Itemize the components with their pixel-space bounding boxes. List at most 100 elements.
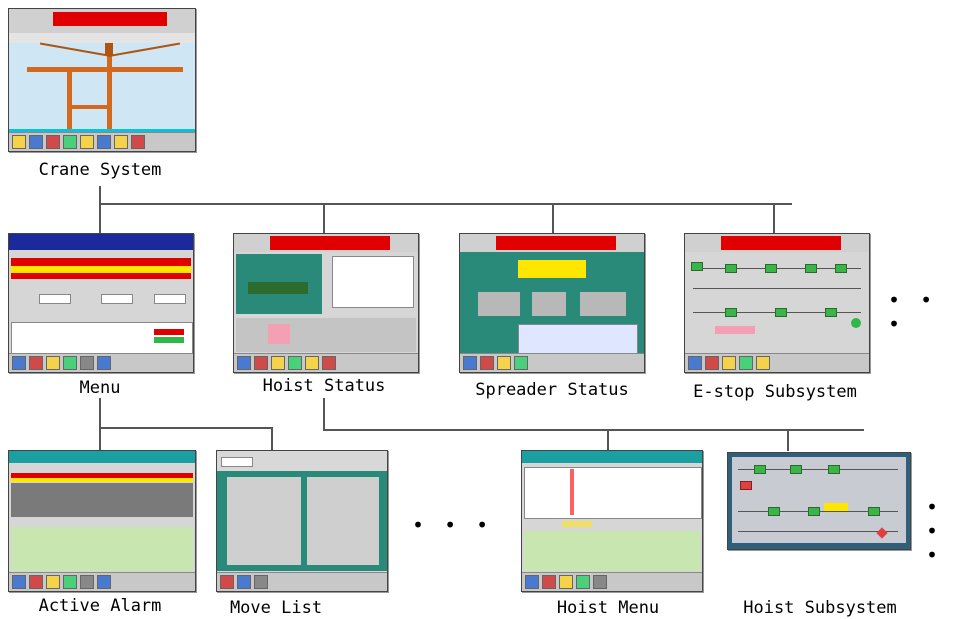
estop-indicator — [851, 318, 861, 328]
hoist-menu-highlight-col — [570, 469, 574, 515]
menu-field-c — [154, 294, 186, 304]
hoist-status-pink-btn — [268, 324, 290, 344]
hoist-sub-node-1 — [754, 465, 766, 474]
label-estop-subsystem: E-stop Subsystem — [693, 382, 857, 402]
connector-hoist-menu-drop — [607, 429, 609, 451]
active-alarm-screen[interactable] — [8, 450, 196, 592]
crane-apex — [105, 43, 113, 55]
hoist-sub-node-6 — [868, 507, 880, 516]
menu-title-bar — [9, 234, 193, 250]
crane-alarm-bar — [53, 12, 167, 26]
hoist-sub-node-4 — [768, 507, 780, 516]
hoist-status-screen[interactable] — [233, 233, 419, 373]
crane-taskbar — [9, 132, 195, 151]
active-alarm-taskbar — [9, 572, 195, 591]
estop-node-4 — [805, 264, 817, 273]
spreader-top-view — [518, 260, 586, 278]
label-hoist-status: Hoist Status — [262, 376, 386, 396]
move-list-title-field — [221, 457, 253, 467]
hoist-sub-node-3 — [828, 465, 840, 474]
hoist-menu-tab — [562, 521, 592, 527]
hoist-menu-details — [524, 531, 700, 571]
crane-leg-right — [107, 53, 112, 131]
crane-toolbar-strip — [9, 33, 195, 43]
connector-active-alarm-drop — [99, 427, 101, 451]
menu-status-cell-2 — [154, 337, 184, 343]
connector-menu-bus — [99, 427, 272, 429]
hoist-sub-node-red — [740, 481, 752, 490]
spreader-taskbar — [460, 353, 644, 372]
label-move-list: Move List — [229, 598, 323, 618]
label-menu: Menu — [79, 378, 121, 398]
hoist-sub-highlight — [824, 503, 848, 511]
spreader-status-screen[interactable] — [459, 233, 645, 373]
hoist-menu-screen[interactable] — [521, 450, 703, 592]
move-list-screen[interactable] — [216, 450, 388, 592]
menu-field-b — [101, 294, 133, 304]
hoist-sub-bus-3 — [738, 531, 898, 532]
move-list-panel-left — [227, 477, 301, 565]
estop-bus-1 — [693, 268, 861, 269]
spreader-box-2 — [532, 292, 566, 316]
estop-bus-2 — [693, 288, 861, 289]
hoist-status-alarm-bar — [270, 236, 390, 250]
connector-top-bus — [99, 203, 792, 205]
hoist-status-drum — [248, 282, 308, 294]
menu-alarm-row-2 — [11, 266, 191, 273]
hoist-status-lower-panel — [236, 318, 416, 352]
crane-system-screen[interactable] — [8, 8, 196, 152]
more-indicator-row1: • • • — [888, 288, 937, 336]
move-list-panel-right — [307, 477, 379, 565]
crane-tie-right — [108, 42, 181, 57]
connector-estop-drop — [773, 203, 775, 233]
menu-status-cell-1 — [154, 329, 184, 335]
crane-water — [9, 129, 195, 134]
crane-tie-left — [39, 42, 112, 57]
menu-taskbar — [9, 353, 193, 372]
connector-hoist-status-drop — [323, 203, 325, 233]
spreader-status-list — [518, 324, 638, 354]
active-alarm-details — [11, 527, 193, 571]
menu-screen[interactable] — [8, 233, 194, 373]
connector-hoist-subsystem-drop — [787, 429, 789, 451]
estop-node-8 — [825, 308, 837, 317]
estop-pink-label — [715, 326, 755, 334]
menu-alarm-row-1 — [11, 258, 191, 266]
hoist-menu-title — [522, 451, 702, 463]
move-list-header — [217, 451, 387, 471]
spreader-alarm-bar — [496, 236, 616, 250]
connector-crane-down — [99, 186, 101, 204]
label-hoist-menu: Hoist Menu — [556, 598, 660, 618]
hoist-sub-node-2 — [790, 465, 802, 474]
estop-alarm-bar — [721, 236, 841, 250]
more-indicator-row2-right: • • • — [926, 495, 943, 567]
active-alarm-row-2 — [11, 478, 193, 482]
estop-node-3 — [765, 264, 777, 273]
move-list-taskbar — [217, 572, 387, 591]
active-alarm-title — [9, 451, 195, 463]
estop-node-1 — [691, 262, 703, 271]
estop-node-5 — [835, 264, 847, 273]
crane-crossbeam — [67, 105, 112, 109]
active-alarm-list — [11, 483, 193, 517]
active-alarm-row-1 — [11, 473, 193, 478]
hoist-menu-taskbar — [522, 572, 702, 591]
hoist-sub-bus-1 — [738, 469, 898, 470]
crane-leg-left — [67, 69, 72, 131]
connector-spreader-drop — [552, 203, 554, 233]
estop-subsystem-screen[interactable] — [684, 233, 870, 373]
connector-hoist-bus — [323, 429, 864, 431]
hoist-sub-node-5 — [808, 507, 820, 516]
spreader-box-3 — [580, 292, 626, 316]
estop-node-6 — [725, 308, 737, 317]
connector-menu-drop — [99, 203, 101, 233]
label-active-alarm: Active Alarm — [38, 596, 162, 616]
estop-node-7 — [775, 308, 787, 317]
menu-field-a — [39, 294, 71, 304]
hoist-status-readouts — [332, 256, 414, 308]
estop-node-2 — [725, 264, 737, 273]
hoist-subsystem-screen[interactable] — [727, 452, 911, 550]
connector-menu-down — [99, 398, 101, 428]
hoist-menu-list — [524, 467, 702, 519]
label-hoist-subsystem: Hoist Subsystem — [743, 598, 897, 618]
